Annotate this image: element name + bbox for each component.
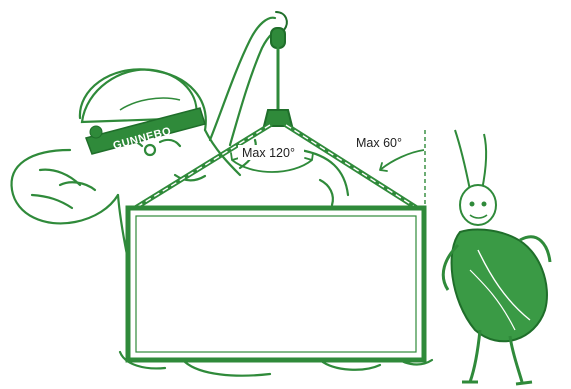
angle-arc-60 <box>380 150 424 171</box>
crane-hook <box>264 12 292 126</box>
label-max-120: Max 120° <box>242 146 295 160</box>
load-panel <box>128 208 424 360</box>
label-max-60: Max 60° <box>356 136 402 150</box>
insect-mascot <box>443 130 550 384</box>
